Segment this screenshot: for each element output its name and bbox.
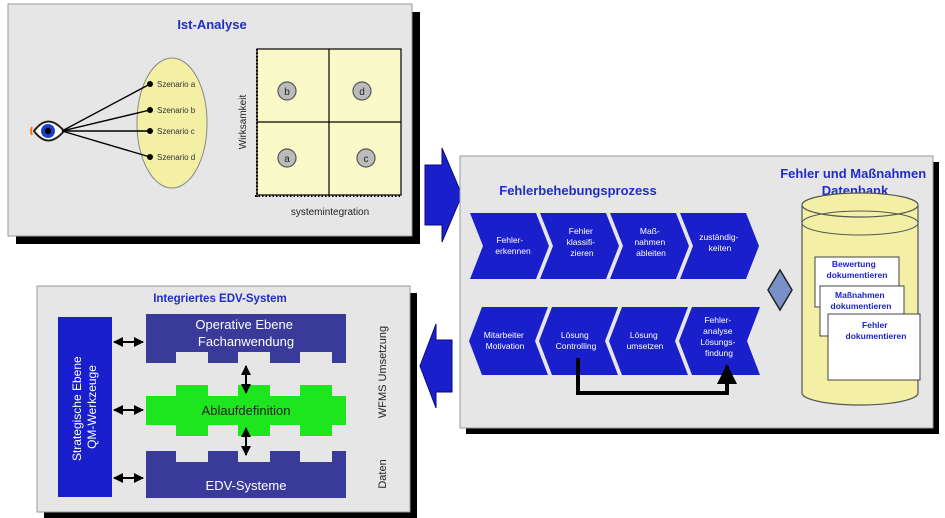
ablaufdefinition-block: [146, 385, 346, 436]
quadrant-circle-a: [277, 148, 297, 168]
eye-line-a: [61, 83, 151, 132]
step-label-fehleranalyse: Fehler- analyse Lösungs- findung: [700, 315, 737, 358]
scenario-dot: [147, 107, 153, 113]
ist-analyse-panel: Ist-Analyse Szenario a Szenario b Szenar…: [7, 3, 420, 244]
eye-line-b: [61, 109, 151, 132]
scenario-dot: [147, 128, 153, 134]
quadrant-circle-c: [356, 148, 376, 168]
eye-line-d: [61, 130, 151, 158]
scenario-label-d: Szenario d: [157, 153, 195, 162]
scenario-dot: [147, 81, 153, 87]
doc-label-massnahmen: Maßnahmen dokumentieren: [831, 290, 892, 311]
scenario-label-a: Szenario a: [157, 80, 196, 89]
wfms-umsetzung-label: WFMS Umsetzung: [377, 326, 389, 418]
quadrant-circle-d: [352, 81, 372, 101]
fehlerprozess-panel: Fehlerbehebungsprozess Fehler- erkennen …: [459, 155, 939, 434]
feedback-loop-arrow: [576, 358, 737, 395]
arrow-to-process-icon: [424, 147, 463, 243]
eye-icon: [30, 120, 66, 142]
quadrant-label-b: b: [284, 87, 290, 98]
strategic-layer-label: Strategische Ebene QM-Werkzeuge: [70, 353, 99, 461]
step-label-loesung-umsetzen: Lösung umsetzen: [627, 330, 664, 351]
edv-system-panel: Integriertes EDV-System Strategische Ebe…: [36, 285, 417, 518]
x-axis-label: systemintegration: [291, 207, 369, 218]
scenario-oval: [136, 57, 208, 189]
y-axis-label: Wirksamkeit: [238, 95, 249, 150]
operative-layer-block: [146, 314, 346, 363]
step-label-fehler-erkennen: Fehler- erkennen: [495, 235, 531, 256]
arrow-to-edv-icon: [419, 323, 453, 409]
database-link-arrow-icon: [767, 268, 793, 312]
edv-systeme-block: [146, 451, 346, 498]
ist-analyse-title: Ist-Analyse: [177, 17, 246, 32]
process-step-massnahmen-ableiten: [610, 213, 689, 279]
fehlerprozess-title: Fehlerbehebungsprozess: [499, 183, 656, 198]
quadrant-label-a: a: [284, 154, 290, 165]
step-label-fehler-klassifizieren: Fehler klassifi- zieren: [567, 226, 598, 258]
step-label-massnahmen-ableiten: Maß- nahmen ableiten: [634, 226, 667, 258]
scenario-dot: [147, 154, 153, 160]
step-label-mitarbeiter-motivation: Mitarbeiter Motivation: [484, 330, 527, 351]
process-step-mitarbeiter-motivation: [469, 307, 548, 375]
process-step-fehler-klassifizieren: [540, 213, 619, 279]
daten-label: Daten: [377, 459, 389, 488]
process-step-zustaendigkeiten: [680, 213, 759, 279]
strategic-layer-bar: [58, 317, 112, 497]
scenario-label-c: Szenario c: [157, 127, 195, 136]
ablaufdefinition-label: Ablaufdefinition: [202, 403, 291, 418]
step-label-zustaendigkeiten: zuständig- keiten: [699, 232, 741, 253]
quadrant-circle-b: [277, 81, 297, 101]
doc-label-fehler: Fehler dokumentieren: [846, 320, 907, 341]
process-step-loesung-controlling: [539, 307, 618, 375]
process-step-loesung-umsetzen: [609, 307, 688, 375]
quadrant-label-c: c: [364, 154, 369, 165]
process-step-fehleranalyse: [679, 307, 760, 375]
doc-fehler: [827, 313, 921, 381]
step-label-loesung-controlling: Lösung Controlling: [556, 330, 597, 351]
edv-systeme-label: EDV-Systeme: [206, 478, 287, 493]
doc-label-bewertung: Bewertung dokumentieren: [827, 259, 888, 280]
operative-layer-label: Operative Ebene Fachanwendung: [195, 317, 296, 349]
quadrant-label-d: d: [359, 87, 365, 98]
process-step-fehler-erkennen: [470, 213, 549, 279]
edv-system-title: Integriertes EDV-System: [153, 293, 287, 305]
scenario-label-b: Szenario b: [157, 106, 196, 115]
